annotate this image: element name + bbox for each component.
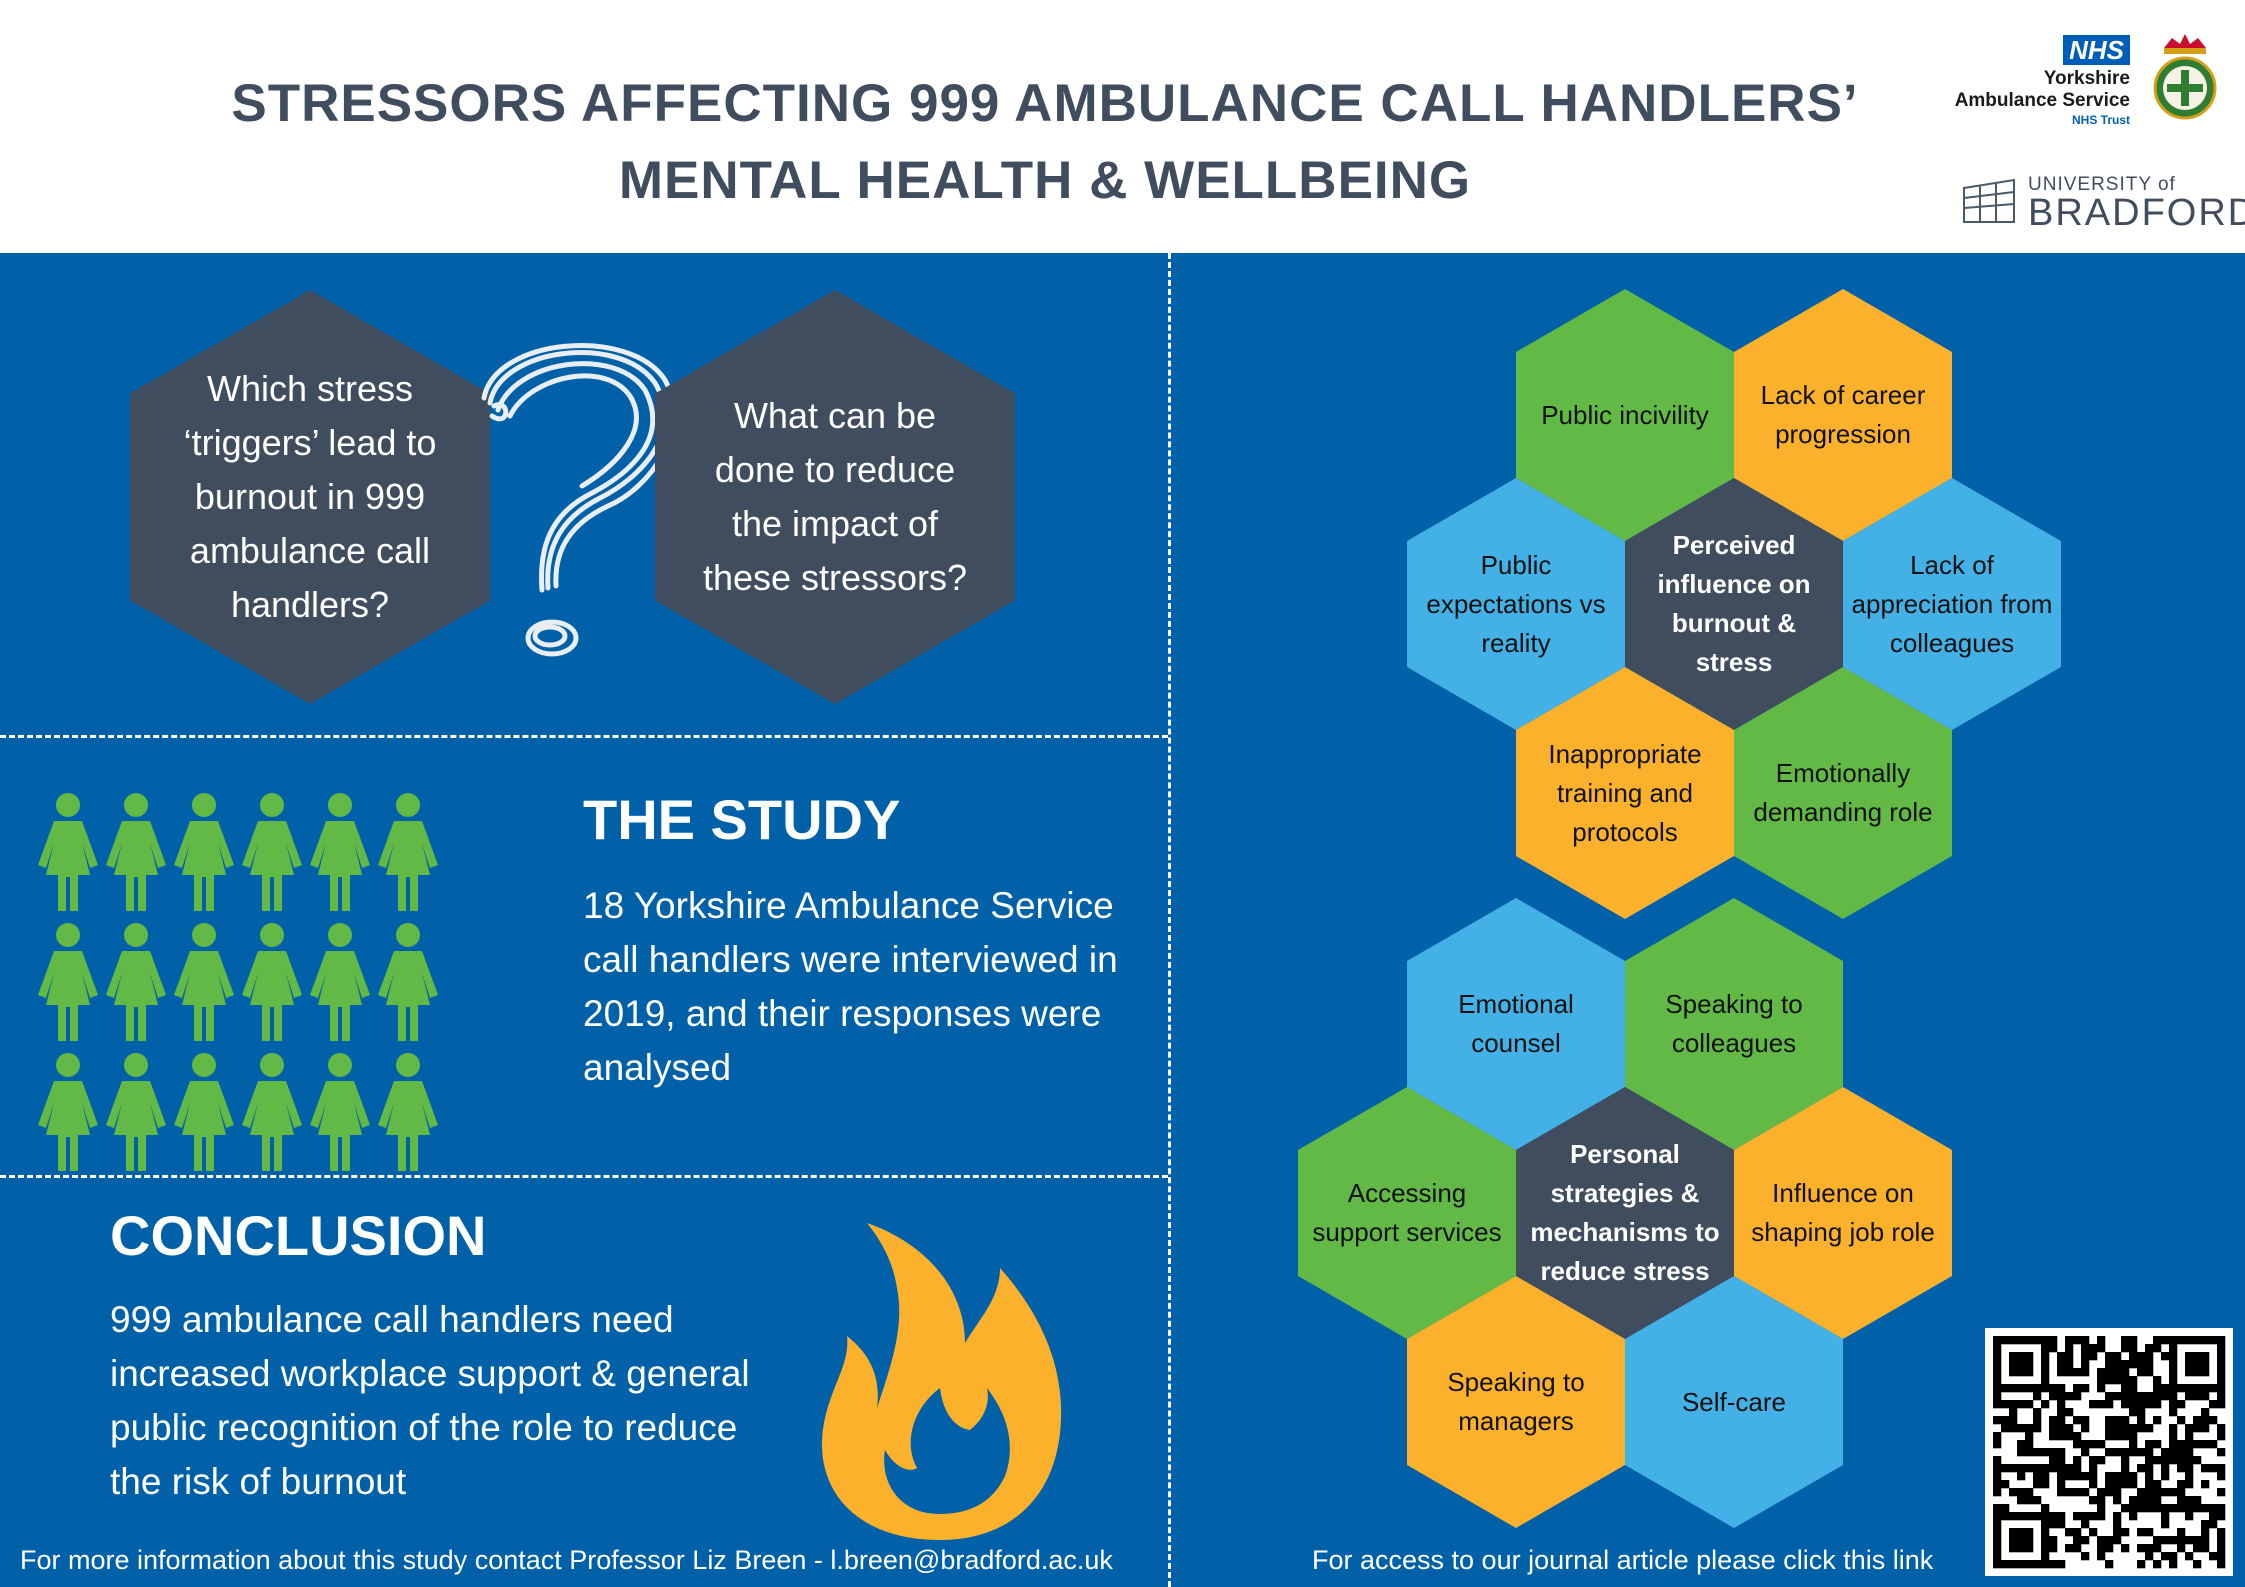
strategy-label: Self-care bbox=[1681, 1386, 1787, 1417]
stressor-label: Emotionally demanding role bbox=[1753, 758, 1933, 827]
person-icon bbox=[38, 923, 98, 1041]
header: STRESSORS AFFECTING 999 AMBULANCE CALL H… bbox=[0, 0, 2245, 253]
conclusion-title: CONCLUSION bbox=[110, 1204, 487, 1267]
qr-code-icon[interactable] bbox=[1985, 1328, 2233, 1576]
stressor-hexagon-lack-of-appreciation: Lack of appreciation from colleagues bbox=[1843, 478, 2061, 730]
person-icon bbox=[378, 1053, 438, 1171]
question-left-text: Which stress ‘triggers’ lead to burnout … bbox=[183, 368, 437, 625]
nhs-logo-line-2: Ambulance Service bbox=[1954, 90, 2130, 111]
strategy-hexagon-emotional-counsel: Emotional counsel bbox=[1407, 898, 1625, 1150]
question-hexagon-right: What can be done to reduce the impact of… bbox=[655, 290, 1015, 704]
person-icon bbox=[242, 1053, 302, 1171]
question-hexagon-left: Which stress ‘triggers’ lead to burnout … bbox=[130, 290, 490, 704]
vertical-divider bbox=[1168, 253, 1171, 1587]
person-icon bbox=[174, 793, 234, 911]
strategies-center-label: Personal strategies & mechanisms to redu… bbox=[1530, 1139, 1720, 1286]
person-icon bbox=[242, 923, 302, 1041]
strategy-hexagon-self-care: Self-care bbox=[1625, 1276, 1843, 1528]
person-icon bbox=[106, 793, 166, 911]
page-title-line-2: MENTAL HEALTH & WELLBEING bbox=[618, 151, 1472, 210]
university-logo-line-1: UNIVERSITY of bbox=[2028, 174, 2176, 195]
stressor-label: Lack of appreciation from colleagues bbox=[1851, 549, 2053, 658]
person-icon bbox=[310, 1053, 370, 1171]
stressor-hexagon-inappropriate-training: Inappropriate training and protocols bbox=[1516, 667, 1734, 919]
ambulance-service-crest-icon bbox=[2153, 34, 2217, 120]
horizontal-divider-2 bbox=[0, 1175, 1168, 1178]
stressor-hexagon-career-progression: Lack of career progression bbox=[1734, 289, 1952, 541]
main-panel: Which stress ‘triggers’ lead to burnout … bbox=[0, 253, 2245, 1587]
stressors-center-hexagon: Perceived influence on burnout & stress bbox=[1625, 478, 1843, 730]
strategy-label: Emotional counsel bbox=[1458, 989, 1574, 1058]
journal-link-footer[interactable]: For access to our journal article please… bbox=[1312, 1545, 1934, 1575]
university-building-icon bbox=[1963, 178, 2015, 223]
flame-icon bbox=[821, 1223, 1062, 1540]
stressor-label: Public incivility bbox=[1541, 399, 1709, 430]
question-right-text: What can be done to reduce the impact of… bbox=[702, 395, 968, 598]
contact-footer: For more information about this study co… bbox=[20, 1545, 1113, 1575]
person-icon bbox=[310, 793, 370, 911]
person-icon bbox=[378, 793, 438, 911]
nhs-logo-line-1: Yorkshire bbox=[2043, 68, 2130, 89]
person-icon bbox=[174, 1053, 234, 1171]
person-icon-grid bbox=[38, 793, 438, 1171]
person-icon bbox=[38, 1053, 98, 1171]
university-of-bradford-logo: UNIVERSITY of BRADFORD bbox=[1960, 170, 2245, 235]
horizontal-divider-1 bbox=[0, 735, 1168, 738]
nhs-badge: NHS bbox=[2063, 35, 2130, 65]
person-icon bbox=[174, 923, 234, 1041]
person-icon bbox=[38, 793, 98, 911]
nhs-logo-line-3: NHS Trust bbox=[2071, 113, 2130, 127]
strategies-center-hexagon: Personal strategies & mechanisms to redu… bbox=[1516, 1087, 1734, 1339]
person-icon bbox=[310, 923, 370, 1041]
strategy-hexagon-speaking-to-colleagues: Speaking to colleagues bbox=[1625, 898, 1843, 1150]
strategy-hexagon-accessing-support: Accessing support services bbox=[1298, 1087, 1516, 1339]
strategy-hexagon-speaking-to-managers: Speaking to managers bbox=[1407, 1276, 1625, 1528]
stressor-hexagon-emotionally-demanding: Emotionally demanding role bbox=[1734, 667, 1952, 919]
person-icon bbox=[242, 793, 302, 911]
stressors-center-label: Perceived influence on burnout & stress bbox=[1657, 530, 1811, 677]
conclusion-text: 999 ambulance call handlers need increas… bbox=[110, 1299, 750, 1502]
strategy-hexagon-influence-on-job-role: Influence on shaping job role bbox=[1734, 1087, 1952, 1339]
study-title: THE STUDY bbox=[583, 788, 901, 851]
stressor-hexagon-public-expectations: Public expectations vs reality bbox=[1407, 478, 1625, 730]
stressor-label: Lack of career progression bbox=[1760, 380, 1926, 449]
question-mark-icon bbox=[481, 343, 677, 657]
study-text: 18 Yorkshire Ambulance Service call hand… bbox=[583, 885, 1118, 1088]
stressor-label: Public expectations vs reality bbox=[1426, 549, 1606, 658]
university-logo-line-2: BRADFORD bbox=[2028, 192, 2245, 234]
strategy-label: Influence on shaping job role bbox=[1751, 1178, 1935, 1247]
strategy-label: Accessing support services bbox=[1312, 1178, 1502, 1247]
page-title-line-1: STRESSORS AFFECTING 999 AMBULANCE CALL H… bbox=[231, 74, 1859, 133]
strategy-label: Speaking to colleagues bbox=[1665, 989, 1803, 1058]
stressor-label: Inappropriate training and protocols bbox=[1548, 738, 1702, 847]
nhs-yorkshire-ambulance-logo: NHS Yorkshire Ambulance Service NHS Trus… bbox=[1950, 35, 2130, 135]
stressor-hexagon-public-incivility: Public incivility bbox=[1516, 289, 1734, 541]
person-icon bbox=[106, 1053, 166, 1171]
person-icon bbox=[106, 923, 166, 1041]
person-icon bbox=[378, 923, 438, 1041]
strategy-label: Speaking to managers bbox=[1447, 1367, 1585, 1436]
